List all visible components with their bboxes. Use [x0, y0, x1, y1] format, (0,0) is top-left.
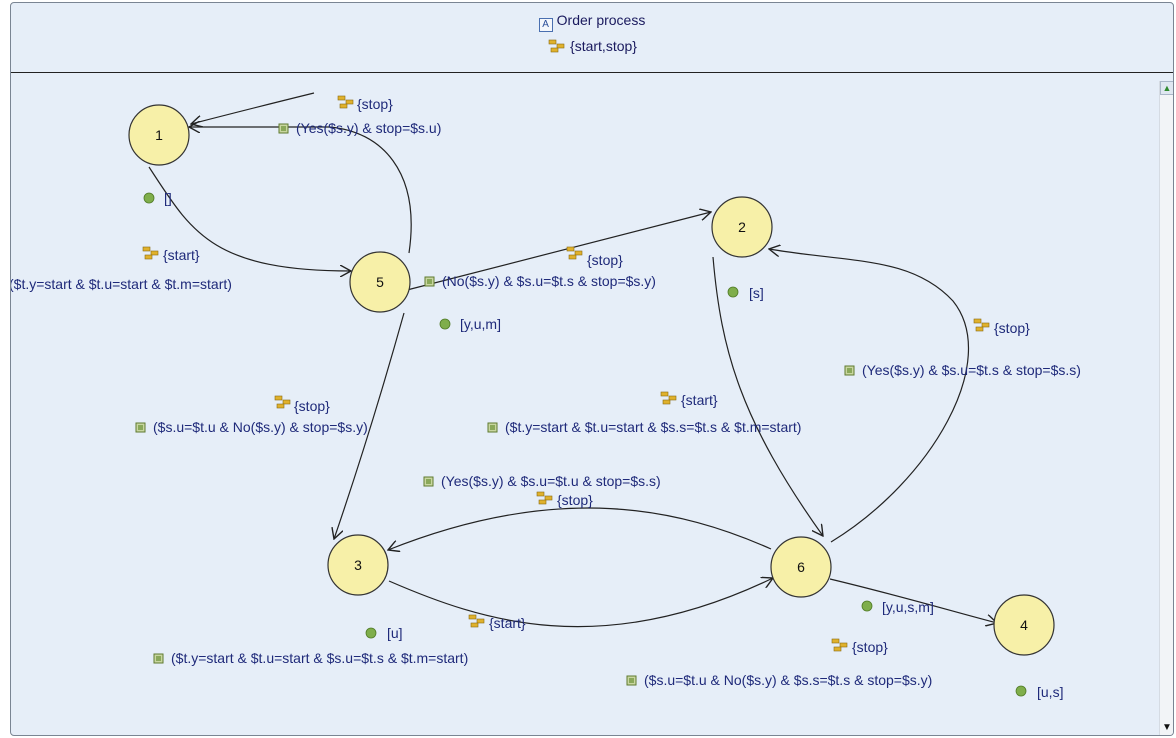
transition-guard: ($s.u=$t.u & No($s.y) & $s.s=$t.s & stop…	[644, 672, 932, 688]
state-node-2[interactable]: 2	[711, 196, 773, 258]
edge-5-1	[189, 127, 412, 254]
guard-icon	[423, 476, 434, 487]
guard-icon	[135, 422, 146, 433]
state-node-4[interactable]: 4	[993, 594, 1055, 656]
scroll-down-icon[interactable]: ▼	[1162, 722, 1172, 733]
action-icon	[548, 39, 565, 53]
state-label: 2	[738, 219, 746, 235]
vertical-scrollbar[interactable]: ▲ ▼	[1159, 81, 1173, 735]
state-label: 3	[354, 557, 362, 573]
edge-3-6	[388, 578, 773, 628]
guard-icon	[487, 422, 498, 433]
edge-5-3	[334, 312, 405, 539]
transition-action: {start}	[681, 392, 718, 408]
state-node-6[interactable]: 6	[770, 536, 832, 598]
transition-action: {stop}	[557, 492, 593, 508]
state-label: 4	[1020, 617, 1028, 633]
vars-dot	[365, 627, 377, 639]
guard-icon	[153, 653, 164, 664]
edge-5-2	[406, 212, 711, 291]
state-vars: [] [s] [u] [u,s] [y,u,m] [y,u,s,m]	[143, 190, 1063, 700]
transition-action: {stop}	[994, 320, 1030, 336]
transition-guard: ($s.u=$t.u & No($s.y) & stop=$s.y)	[153, 419, 368, 435]
diagram-title: Order process	[556, 12, 646, 28]
action-icon	[566, 246, 583, 260]
guard-icon	[424, 276, 435, 287]
vars-label: [u,s]	[1037, 684, 1063, 700]
action-icon	[831, 638, 848, 652]
activity-icon: A	[538, 18, 553, 32]
edge-2-6	[712, 256, 823, 536]
state-label: 5	[376, 274, 384, 290]
action-icon	[274, 395, 291, 409]
edge-initial-1	[191, 92, 315, 124]
vars-dot	[727, 286, 739, 298]
edge-6-2	[769, 249, 970, 543]
edge-1-5	[148, 166, 351, 271]
transition-action: {start}	[163, 247, 200, 263]
vars-dot	[1015, 685, 1027, 697]
transition-action: {stop}	[294, 398, 330, 414]
guard-icon	[844, 365, 855, 376]
header-divider	[11, 72, 1173, 73]
transition-guard: ($t.y=start & $t.u=start & $t.m=start)	[11, 276, 232, 292]
transition-guard: ($t.y=start & $t.u=start & $s.u=$t.s & $…	[171, 650, 468, 666]
vars-label: [s]	[749, 285, 764, 301]
action-icon	[660, 391, 677, 405]
action-icon	[142, 246, 159, 260]
diagram-actions: {start,stop}	[570, 38, 637, 54]
transition-guard: (Yes($s.y) & $s.u=$t.s & stop=$s.s)	[862, 362, 1081, 378]
vars-label: [y,u,s,m]	[882, 599, 934, 615]
transition-action: {stop}	[357, 96, 393, 112]
transition-guard: (Yes($s.y) & stop=$s.u)	[296, 120, 441, 136]
edges	[148, 92, 997, 628]
scroll-up-icon[interactable]: ▲	[1160, 81, 1173, 95]
action-icon	[536, 491, 553, 505]
action-icon	[973, 318, 990, 332]
vars-label: [y,u,m]	[460, 316, 501, 332]
state-label: 6	[797, 559, 805, 575]
edge-6-3	[388, 507, 772, 550]
state-node-1[interactable]: 1	[128, 104, 190, 166]
transition-labels: {stop} (Yes($s.y) & stop=$s.u) {start} (…	[11, 95, 1081, 688]
vars-label: []	[164, 190, 172, 206]
transition-guard: (Yes($s.y) & $s.u=$t.u & stop=$s.s)	[441, 473, 661, 489]
guard-icon	[626, 675, 637, 686]
state-node-3[interactable]: 3	[327, 534, 389, 596]
guard-icon	[278, 123, 289, 134]
vars-dot	[861, 600, 873, 612]
state-diagram: 1 2 3 4 5 6 [] [s] [u]	[11, 92, 1081, 700]
transition-action: {start}	[489, 615, 526, 631]
edge-6-4	[829, 578, 997, 623]
transition-action: {stop}	[587, 252, 623, 268]
vars-dot	[143, 192, 155, 204]
state-label: 1	[155, 127, 163, 143]
transition-action: {stop}	[852, 639, 888, 655]
actions-row: {start,stop}	[11, 38, 1173, 54]
transition-guard: ($t.y=start & $t.u=start & $s.s=$t.s & $…	[505, 419, 801, 435]
vars-dot	[439, 318, 451, 330]
action-icon	[337, 95, 354, 109]
vars-label: [u]	[387, 625, 403, 641]
state-node-5[interactable]: 5	[349, 251, 411, 313]
action-icon	[468, 614, 485, 628]
transition-guard: (No($s.y) & $s.u=$t.s & stop=$s.y)	[442, 273, 656, 289]
